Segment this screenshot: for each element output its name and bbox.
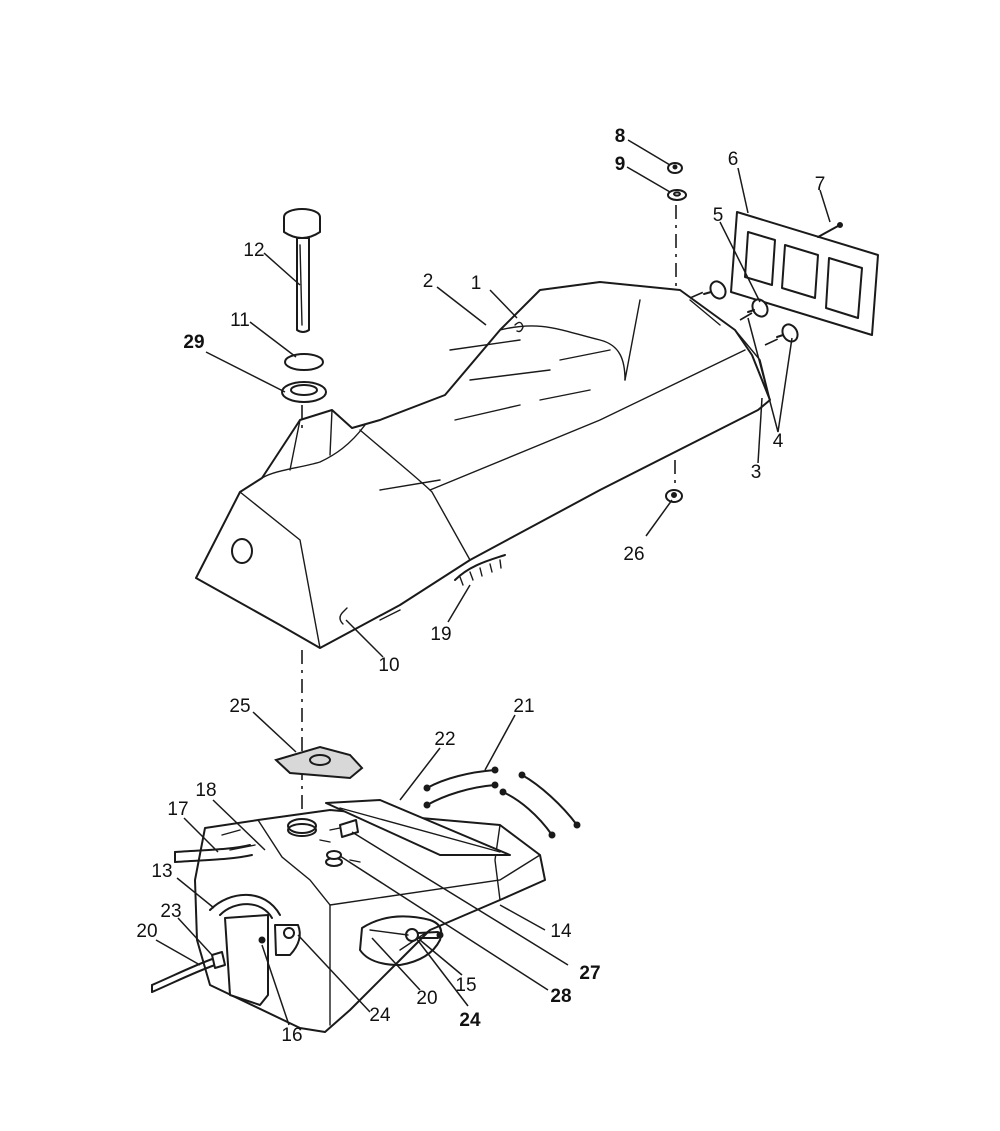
nut-part-8 [667, 162, 683, 174]
heat-shield-part-22 [325, 799, 511, 856]
callout-24b: 24 [459, 1010, 481, 1031]
gasket-part-11 [284, 353, 324, 371]
callout-1: 1 [471, 273, 482, 294]
mounting-plate-part-16 [224, 914, 269, 1006]
callout-13: 13 [151, 861, 172, 882]
callout-21: 21 [513, 696, 534, 717]
lamp-part-4a [703, 280, 727, 300]
lamp-part-5 [747, 298, 769, 318]
callout-23: 23 [160, 901, 181, 922]
callout-20a: 20 [136, 921, 157, 942]
callout-18: 18 [195, 780, 216, 801]
callout-25: 25 [229, 696, 250, 717]
filler-cap-part-12 [283, 208, 321, 333]
alignment-line-lamps [689, 290, 781, 346]
callout-14: 14 [550, 921, 572, 942]
leader-lines [155, 139, 831, 1026]
callout-4: 4 [773, 431, 784, 452]
callout-19: 19 [430, 624, 451, 645]
callout-10: 10 [378, 655, 399, 676]
pin-part-1 [514, 321, 524, 333]
lens-frame-part-6 [730, 211, 879, 336]
washer-part-28 [326, 850, 342, 860]
callout-22: 22 [434, 729, 455, 750]
washer-part-9 [667, 189, 687, 201]
fuel-line-part-20b [369, 929, 409, 936]
strap-part-21 [423, 766, 581, 839]
hose-part-17 [174, 844, 253, 863]
bracket-part-13 [209, 893, 281, 919]
callout-11: 11 [230, 310, 250, 331]
nut-part-26 [665, 489, 683, 503]
callout-17: 17 [167, 799, 188, 820]
callout-29: 29 [183, 332, 204, 353]
grommet-part-29 [281, 381, 327, 403]
callout-labels: 1 2 3 4 5 6 7 8 9 10 11 12 13 14 15 16 1… [136, 126, 825, 1046]
callout-6: 6 [728, 149, 739, 170]
callout-26: 26 [623, 544, 644, 565]
lamp-part-4b [776, 323, 799, 343]
fuel-line-part-20 [151, 957, 216, 993]
callout-5: 5 [713, 205, 724, 226]
callout-2: 2 [423, 271, 434, 292]
callout-3: 3 [751, 462, 762, 483]
callout-16: 16 [281, 1025, 302, 1046]
callout-28: 28 [550, 986, 571, 1007]
callout-9: 9 [615, 154, 626, 175]
foam-pad-part-25 [274, 745, 364, 780]
fuel-gauge-part-19 [454, 554, 506, 586]
screw-part-7 [817, 222, 843, 238]
callout-27: 27 [579, 963, 600, 984]
clamp-part-24 [274, 924, 301, 956]
sending-unit-part-15 [405, 928, 444, 942]
callout-24a: 24 [369, 1005, 391, 1026]
fuel-tank-cover [195, 281, 771, 649]
callout-8: 8 [615, 126, 626, 147]
callout-7: 7 [815, 174, 826, 195]
callout-15: 15 [455, 975, 476, 996]
callout-20b: 20 [416, 988, 437, 1009]
connector-part-23 [211, 951, 226, 969]
callout-12: 12 [243, 240, 264, 261]
pin-part-10 [339, 607, 348, 625]
